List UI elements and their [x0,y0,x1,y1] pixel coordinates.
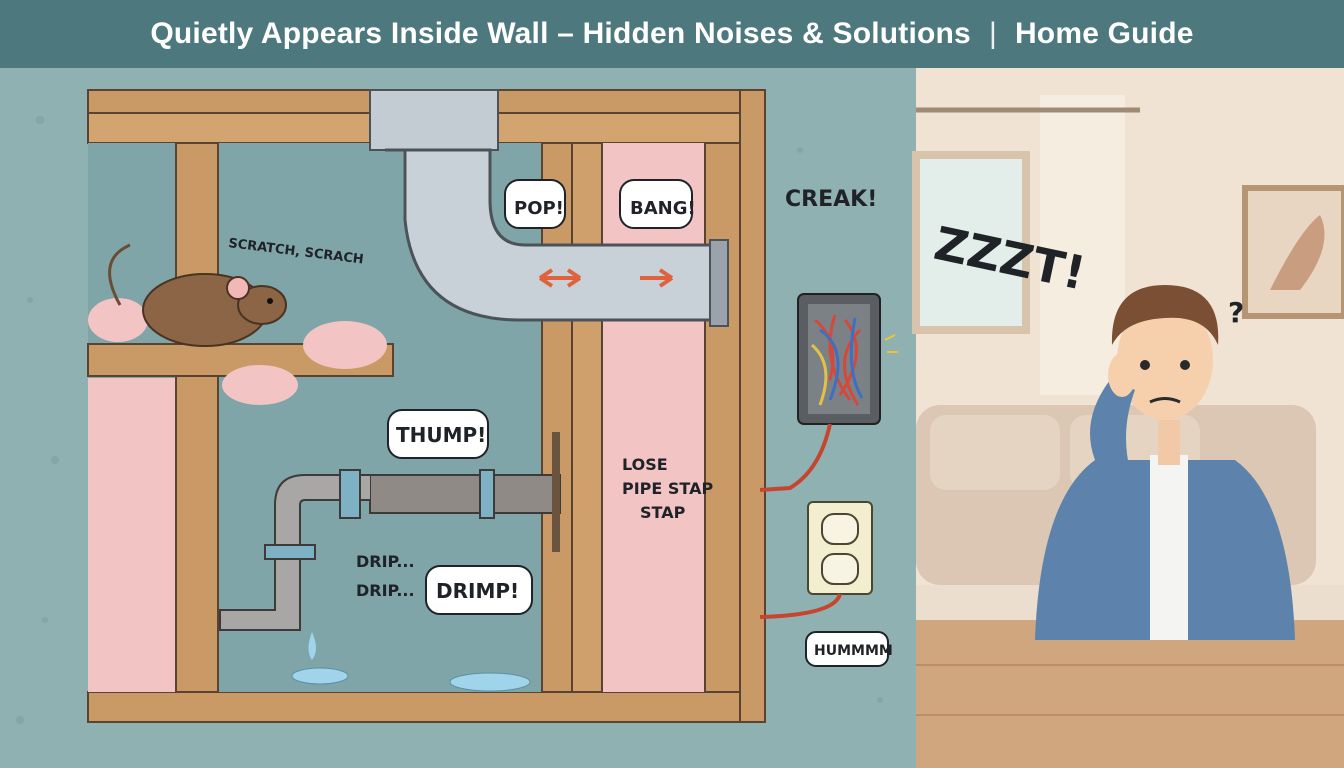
title-bar: Quietly Appears Inside Wall – Hidden Noi… [0,0,1344,68]
man-shirt [1150,455,1188,640]
mouse-tail [108,243,131,306]
drimp-label: DRIMP! [436,579,519,603]
pipe-strap [552,432,560,552]
curtain [1040,95,1125,395]
bang-label: BANG! [630,198,696,219]
bottom-plate [87,691,749,723]
drip-label-line2: DRIP... [356,581,415,600]
end-stud [739,89,766,723]
picture-art [1270,215,1325,290]
section-title: Home Guide [1014,17,1194,50]
insulation-tuft [88,298,148,342]
man-hair [1111,285,1219,345]
lose-label-line1: LOSE [622,455,668,474]
drip-label-line1: DRIP... [356,552,415,571]
pop-bubble [504,179,566,229]
insulation-left [88,378,176,692]
stud [704,142,741,693]
outlet-wire [759,593,842,619]
wall-outlet [759,501,873,619]
man-arm [1090,380,1135,470]
hum-bubble [805,631,889,667]
question-mark: ? [1228,296,1244,329]
insulation-tuft [303,321,387,369]
duct [369,89,729,327]
hummm-label: HUMMMM [814,643,893,659]
water-pipes [219,432,561,692]
stud [541,142,573,693]
creak-label: CREAK! [785,187,877,212]
lose-label-line2: PIPE STAP [622,479,713,498]
insulation-tuft [222,365,298,405]
thump-bubble [387,409,489,459]
lose-label-line3: STAP [640,503,686,522]
window [912,151,1030,334]
water-puddle [449,672,531,692]
illustration-svg: SCRATCH, SCRACH POP! BANG! CREAK! ZZZT! … [0,68,1344,768]
worried-man [1035,285,1295,640]
drain-pipe [369,474,561,514]
mouse [108,243,287,347]
stud [175,142,219,693]
illustration-scene: SCRATCH, SCRACH POP! BANG! CREAK! ZZZT! … [0,68,1344,768]
stud [571,142,603,693]
man-face [1117,300,1213,420]
water-puddle [291,667,349,685]
pop-label: POP! [514,198,564,219]
sofa-cushion [930,415,1060,490]
sound-bubbles [387,179,889,667]
title-separator: | [988,17,997,50]
page-title: Quietly Appears Inside Wall – Hidden Noi… [150,17,971,50]
electrical-box [759,293,898,492]
living-room [912,68,1344,768]
bang-bubble [619,179,693,229]
thump-label: THUMP! [396,423,486,447]
man-hand [1108,353,1136,397]
drimp-bubble [425,565,533,615]
wood-floor [916,620,1344,768]
electrical-wire [759,423,832,492]
